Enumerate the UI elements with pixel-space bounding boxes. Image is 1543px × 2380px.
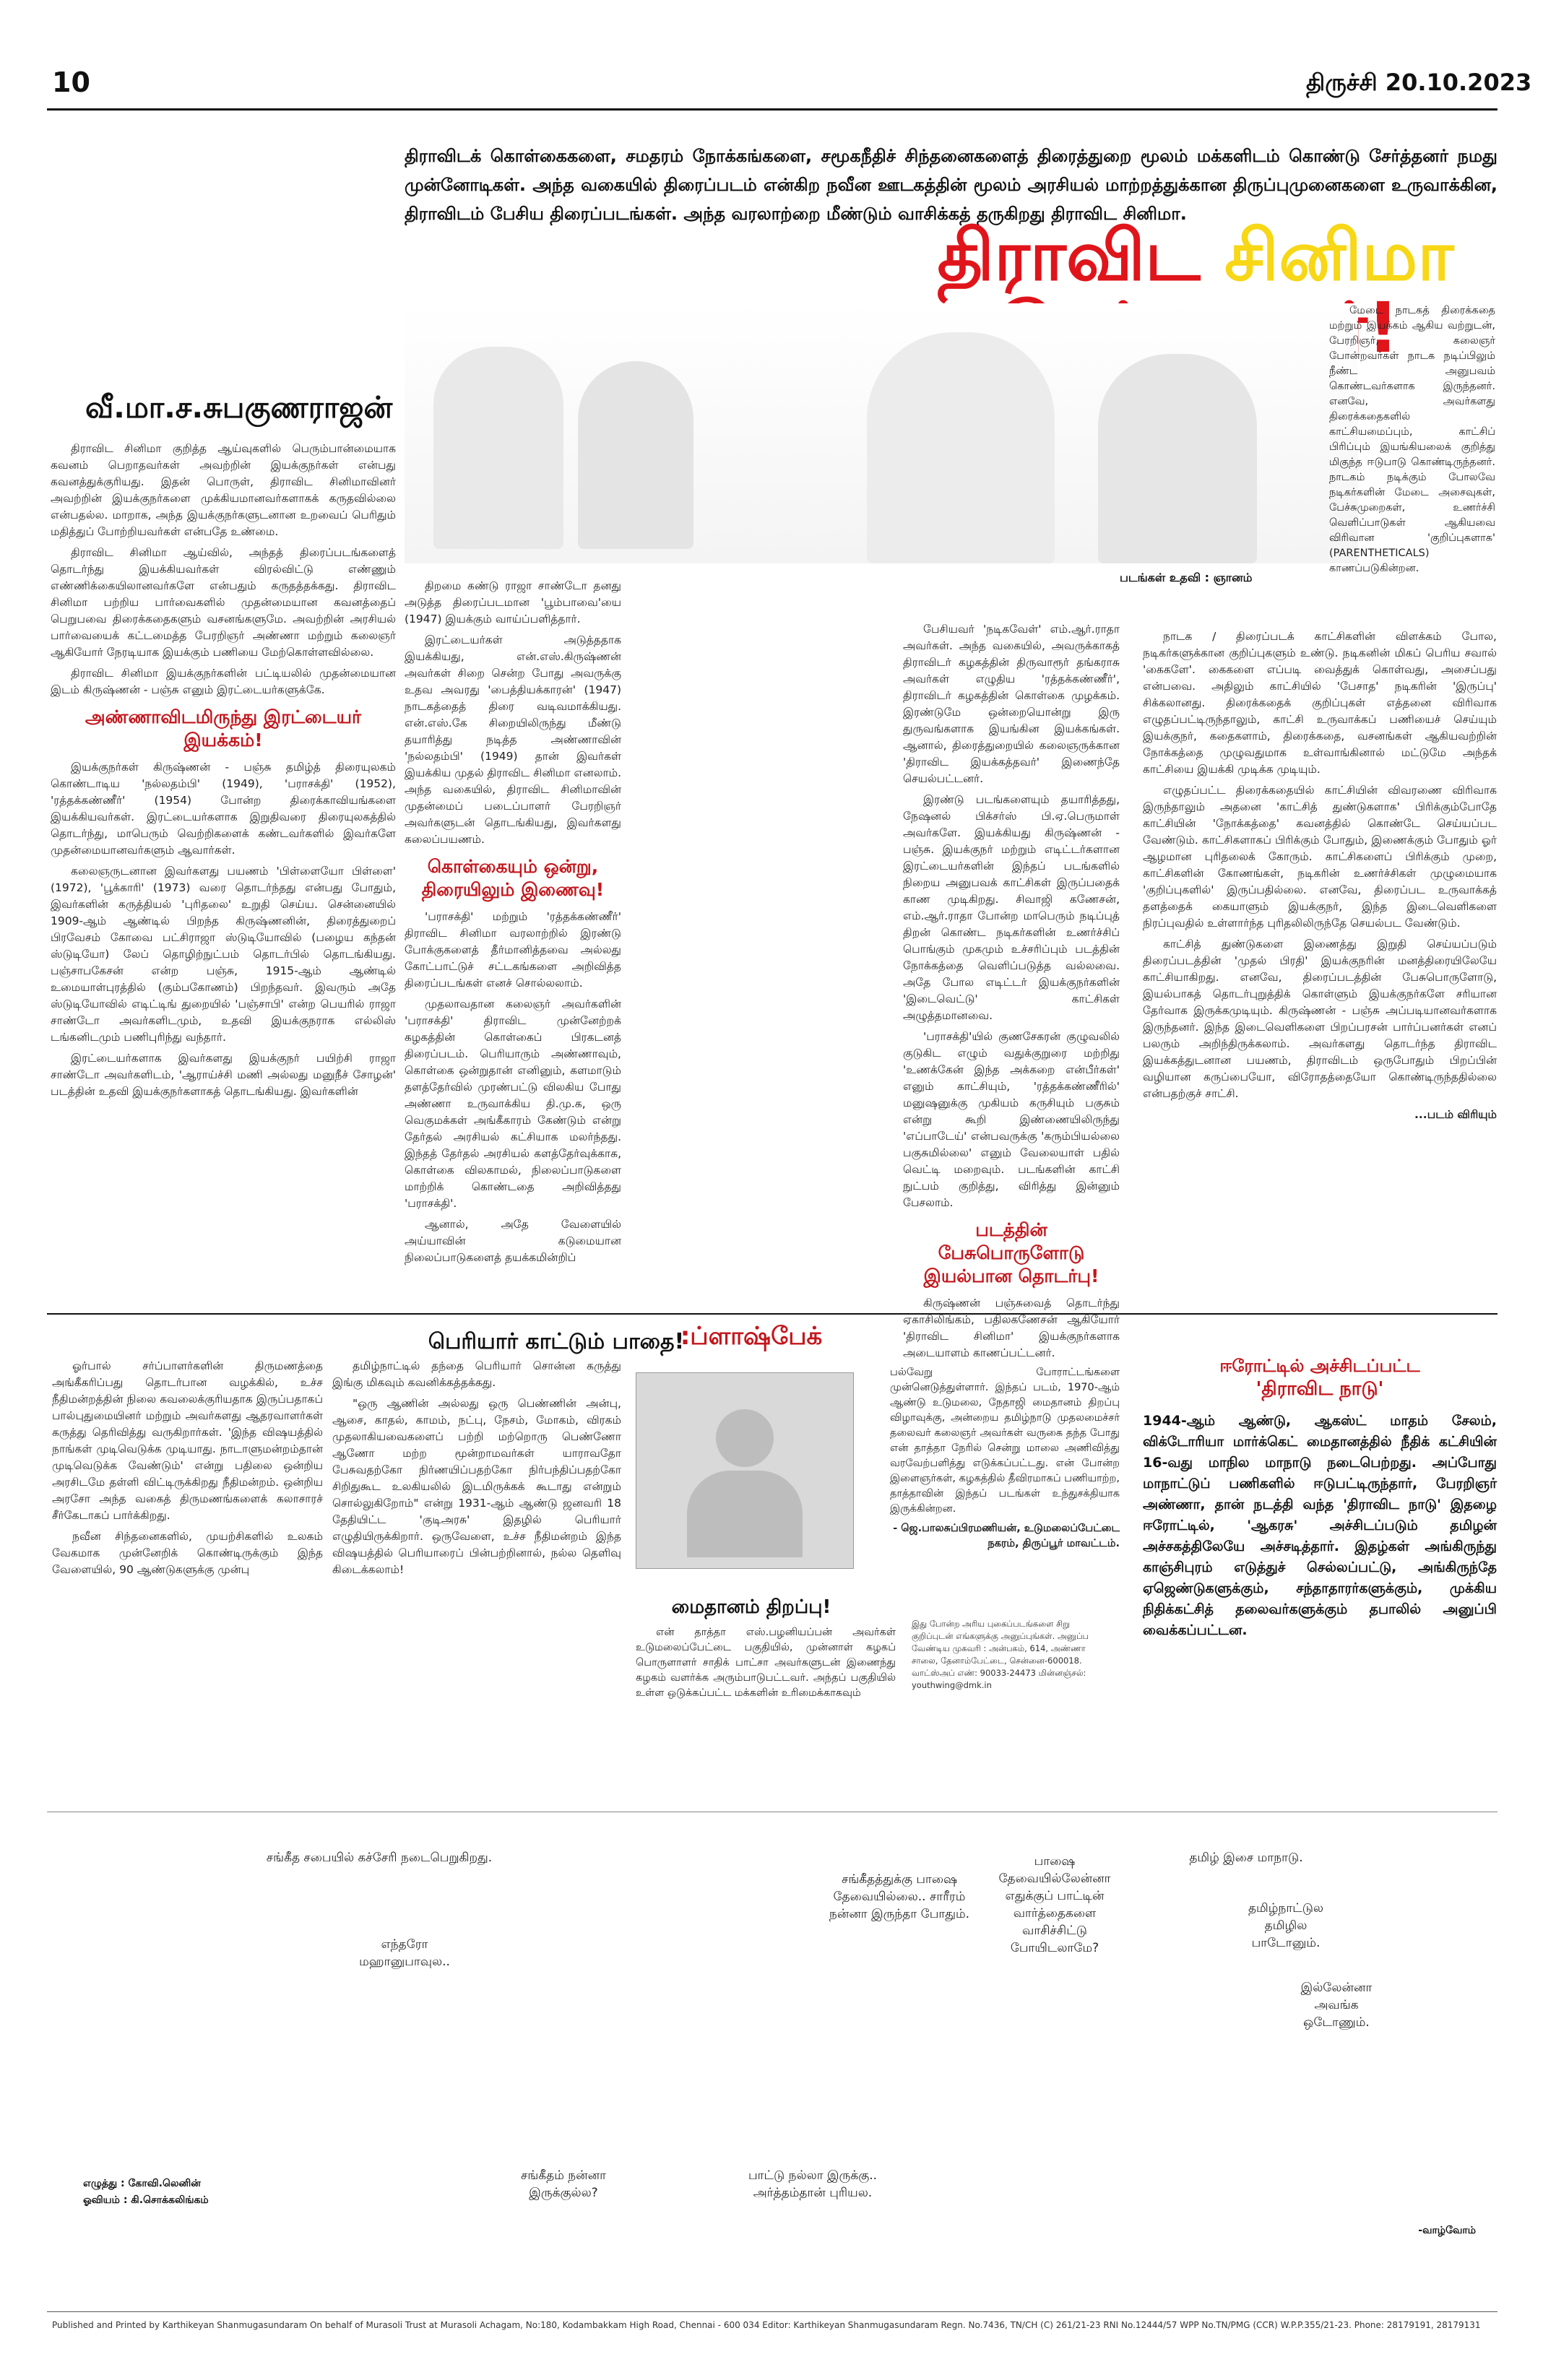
article-paragraph: இரட்டையர்கள் அடுத்ததாக இயக்கியது, என்.எஸ… xyxy=(405,633,621,846)
edition-date: திருச்சி 20.10.2023 xyxy=(1306,69,1532,96)
article-paragraph: திராவிட சினிமா இயக்குநர்களின் பட்டியலில்… xyxy=(51,667,396,696)
invite-box: இது போன்ற அரிய புகைப்படங்களை சிறு குறிப்… xyxy=(912,1618,1112,1692)
article-paragraph: ஆனால், அதே வேளையில் அய்யாவின் கடுமையான ந… xyxy=(405,1218,621,1264)
article-column-4b: நாடக / திரைப்படக் காட்சிகளின் விளக்கம் ப… xyxy=(1143,628,1497,1123)
article-paragraph: நாடக / திரைப்படக் காட்சிகளின் விளக்கம் ப… xyxy=(1143,630,1497,776)
article-paragraph: காட்சித் துண்டுகளை இணைத்து இறுதி செய்யப்… xyxy=(1143,938,1497,1100)
article-column-3: பேசியவர் 'நடிகவேள்' எம்.ஆர்.ராதா அவர்கள்… xyxy=(903,621,1120,1366)
periyar-paragraph: ஓர்பால் சர்ப்பாளர்களின் திருமணத்தை அங்கீ… xyxy=(52,1359,323,1522)
erode-box: ஈரோட்டில் அச்சிடப்பட்ட 'திராவிட நாடு' 19… xyxy=(1143,1354,1497,1641)
article-column-4: மேடை நாடகத் திரைக்கதை மற்றும் இயக்கம் ஆக… xyxy=(1329,303,1495,581)
article-paragraph: இயக்குநர்கள் கிருஷ்ணன் - பஞ்சு தமிழ்த் த… xyxy=(51,761,396,857)
comic-strip: சங்கீத சபையில் கச்சேரி நடைபெறுகிறது. எந்… xyxy=(47,1813,1497,2261)
erode-title-1: ஈரோட்டில் அச்சிடப்பட்ட xyxy=(1219,1356,1420,1376)
comic-credit-writer: எழுத்து : கோவி.லெனின் xyxy=(83,2178,201,2189)
periyar-paragraph: நவீன சிந்தனைகளில், முயற்சிகளில் உலகம் வே… xyxy=(52,1530,323,1576)
subhead-policy: கொள்கையும் ஒன்று, திரையிலும் இணைவு! xyxy=(421,856,605,900)
flashback-text: பல்வேறு போராட்டங்களை முன்னெடுத்துள்ளார்.… xyxy=(890,1365,1120,1552)
hero-photo-figure-2 xyxy=(578,361,693,549)
invite-text: இது போன்ற அரிய புகைப்படங்களை சிறு குறிப்… xyxy=(912,1619,1089,1690)
hero-photo-figure-3 xyxy=(867,332,1055,563)
flashback-title-text: :ப்ளாஷ்பேக் xyxy=(680,1322,823,1351)
ground-opening-title: மைதானம் திறப்பு! xyxy=(671,1596,831,1618)
article-paragraph: மேடை நாடகத் திரைக்கதை மற்றும் இயக்கம் ஆக… xyxy=(1329,305,1495,574)
flashback-title: :ப்ளாஷ்பேக் xyxy=(628,1322,874,1354)
article-column-2: திறமை கண்டு ராஜா சாண்டோ தனது அடுத்த திரை… xyxy=(405,578,621,1271)
article-paragraph: எழுதப்பட்ட திரைக்கதையில் காட்சியின் விவர… xyxy=(1143,784,1497,930)
comic-bubble-9: பாட்டு நல்லா இருக்கு.. அர்த்தம்தான் புரி… xyxy=(748,2168,878,2200)
article-paragraph: திராவிட சினிமா ஆய்வில், அந்தத் திரைப்படங… xyxy=(51,546,396,659)
article-paragraph: திராவிட சினிமா குறித்த ஆய்வுகளில் பெரும்… xyxy=(51,442,396,538)
page-number: 10 xyxy=(52,66,90,98)
flashback-photo xyxy=(636,1372,854,1569)
periyar-paragraph: "ஒரு ஆணின் அல்லது ஒரு பெண்ணின் அன்பு, ஆச… xyxy=(332,1397,621,1576)
comic-bubble-1: சங்கீத சபையில் கச்சேரி நடைபெறுகிறது. xyxy=(266,1851,493,1865)
section-rule xyxy=(47,1313,1497,1315)
byline: வீ.மா.ச.சுபகுணராஜன் xyxy=(85,390,393,425)
flashback-signature: - ஜெ.பாலசுப்பிரமணியன், உடுமலைப்பேட்டை நக… xyxy=(893,1523,1120,1549)
article-column-1: திராவிட சினிமா குறித்த ஆய்வுகளில் பெரும்… xyxy=(51,441,396,1104)
comic-bubble-4: பாஷை தேவையில்லேன்னா எதுக்குப் பாட்டின் வ… xyxy=(998,1854,1111,1955)
hero-photo-figure-4 xyxy=(1098,354,1257,563)
article-paragraph: இரண்டு படங்களையும் தயாரித்தது, நேஷனல் பி… xyxy=(903,793,1120,1022)
erode-title-2: 'திராவிட நாடு' xyxy=(1255,1378,1384,1400)
comic-bubble-7: இல்லேன்னா அவங்க ஒடோணும். xyxy=(1300,1981,1373,2030)
photo-person-icon xyxy=(716,1409,774,1467)
subhead-relation: படத்தின் பேசுபொருளோடு இயல்பான தொடர்பு! xyxy=(923,1219,1099,1286)
footer-rule xyxy=(47,2311,1497,2312)
article-paragraph: பேசியவர் 'நடிகவேள்' எம்.ஆர்.ராதா அவர்கள்… xyxy=(903,623,1120,785)
comic-bubble-8: சங்கீதம் நன்னா இருக்குல்ல? xyxy=(520,2168,607,2200)
article-paragraph: 'பராசக்தி'யில் குணசேகரன் குழுவலில் குடுக… xyxy=(903,1030,1120,1209)
intro-text: திராவிடக் கொள்கைகளை, சமதரம் நோக்கங்களை, … xyxy=(405,146,1497,224)
comic-bubble-5: தமிழ் இசை மாநாடு. xyxy=(1189,1851,1303,1865)
hero-photo-figure-1 xyxy=(433,347,563,549)
periyar-title: பெரியார் காட்டும் பாதை! xyxy=(428,1329,685,1354)
periyar-paragraph: தமிழ்நாட்டில் தந்தை பெரியார் சொன்ன கருத்… xyxy=(332,1359,621,1389)
erode-text: 1944-ஆம் ஆண்டு, ஆகஸ்ட் மாதம் சேலம், விக்… xyxy=(1143,1413,1497,1638)
photo-person-body xyxy=(687,1471,803,1557)
article-paragraph: 'பராசக்தி' மற்றும் 'ரத்தக்கண்ணீர்' திராவ… xyxy=(405,910,621,990)
article-paragraph: கலைஞருடனான இவர்களது பயணம் 'பிள்ளையோ பிள்… xyxy=(51,865,396,1044)
continued-note: ...படம் விரியும் xyxy=(1414,1108,1497,1121)
flashback-paragraph: பல்வேறு போராட்டங்களை முன்னெடுத்துள்ளார்.… xyxy=(890,1367,1120,1515)
periyar-column-1: ஓர்பால் சர்ப்பாளர்களின் திருமணத்தை அங்கீ… xyxy=(52,1358,323,1583)
article-paragraph: திறமை கண்டு ராஜா சாண்டோ தனது அடுத்த திரை… xyxy=(405,579,621,626)
comic-bubble-6: தமிழ்நாட்டுல தமிழில பாடோனும். xyxy=(1248,1901,1324,1950)
subhead-anna: அண்ணாவிடமிருந்து இரட்டையர் இயக்கம்! xyxy=(85,706,362,750)
comic-signoff: -வாழ்வோம் xyxy=(1418,2225,1476,2236)
headline-word-1: திராவிட xyxy=(937,215,1201,296)
header-rule xyxy=(47,108,1497,111)
headline-word-2: சினிமா xyxy=(1224,215,1454,296)
ground-paragraph: என் தாத்தா எஸ்.பழனியப்பன் அவர்கள் உடுமலை… xyxy=(636,1627,896,1699)
hero-photo xyxy=(405,303,1358,563)
article-paragraph: கிருஷ்ணன் பஞ்சுவைத் தொடர்ந்து ஏகாசிலிங்க… xyxy=(903,1297,1120,1359)
comic-bubble-2: எந்தரோ மஹானுபாவுல.. xyxy=(359,1937,450,1969)
photo-caption: படங்கள் உதவி : ஞானம் xyxy=(1120,571,1253,584)
imprint-footer: Published and Printed by Karthikeyan Sha… xyxy=(52,2320,1481,2330)
comic-credit-artist: ஓவியம் : கி.சொக்கலிங்கம் xyxy=(83,2194,209,2206)
article-paragraph: இரட்டையர்களாக இவர்களது இயக்குநர் பயிற்சி… xyxy=(51,1052,396,1098)
comic-bubble-3: சங்கீதத்துக்கு பாஷை தேவையில்லை.. சாரீரம்… xyxy=(829,1872,970,1921)
ground-opening-text: என் தாத்தா எஸ்.பழனியப்பன் அவர்கள் உடுமலை… xyxy=(636,1625,896,1705)
periyar-column-2: தமிழ்நாட்டில் தந்தை பெரியார் சொன்ன கருத்… xyxy=(332,1358,621,1583)
article-paragraph: முதலாவதான கலைஞர் அவர்களின் 'பராசக்தி' தி… xyxy=(405,998,621,1210)
